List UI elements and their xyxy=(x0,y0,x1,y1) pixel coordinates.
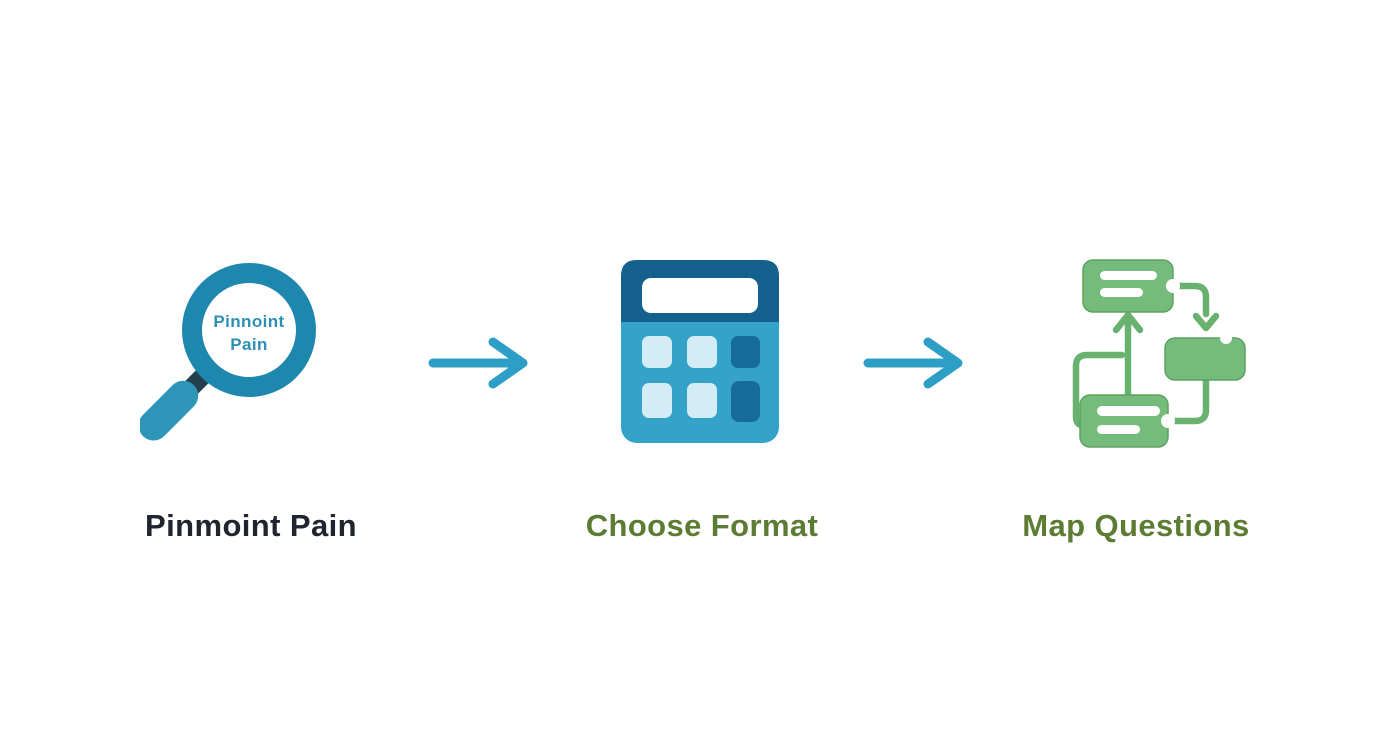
flow-line-left-loop xyxy=(1072,351,1126,429)
magnifier-lens xyxy=(182,263,316,397)
flow-node-bottom xyxy=(1079,394,1169,448)
lens-text-line1: Pinnoint xyxy=(213,312,284,331)
calculator-button-dark xyxy=(731,381,760,422)
flow-node-text-bar xyxy=(1097,406,1160,416)
step-label-map-questions: Map Questions xyxy=(1022,508,1250,543)
step-map-questions xyxy=(1050,248,1260,468)
arrow-right-icon xyxy=(863,337,963,389)
calculator-button xyxy=(687,383,717,418)
flow-arrowhead-up xyxy=(1112,311,1144,334)
magnifier-handle xyxy=(138,380,199,441)
flow-line-right-down xyxy=(1171,282,1210,318)
arrow-2 xyxy=(860,333,970,398)
flowchart-icon xyxy=(1072,259,1246,448)
step-label-pinpoint-pain: Pinmoint Pain xyxy=(145,508,357,543)
calculator-button xyxy=(687,336,717,368)
flow-node-top xyxy=(1082,259,1174,313)
calculator-button xyxy=(642,383,672,418)
flow-node-notch xyxy=(1161,414,1175,428)
flow-node-text-bar xyxy=(1100,271,1157,280)
arrow-1 xyxy=(425,333,535,398)
calculator-button xyxy=(642,336,672,368)
calculator-button-dark xyxy=(731,336,760,368)
flow-arrowhead-down xyxy=(1192,312,1220,332)
arrow-right-icon xyxy=(428,337,528,389)
calculator-display xyxy=(642,278,758,313)
magnifier-icon: Pinnoint Pain xyxy=(138,263,316,441)
flow-node-text-bar xyxy=(1097,425,1140,434)
lens-text-line2: Pain xyxy=(230,335,268,354)
flow-node-notch xyxy=(1220,332,1232,344)
flow-node-notch xyxy=(1166,279,1180,293)
step-pinpoint-pain: Pinnoint Pain xyxy=(138,250,360,465)
step-label-choose-format: Choose Format xyxy=(585,508,819,543)
flow-line-down-left xyxy=(1167,376,1210,425)
step-choose-format xyxy=(618,253,782,452)
calculator-icon xyxy=(621,260,779,443)
flow-node-text-bar xyxy=(1100,288,1143,297)
flow-node-middle xyxy=(1164,337,1246,381)
